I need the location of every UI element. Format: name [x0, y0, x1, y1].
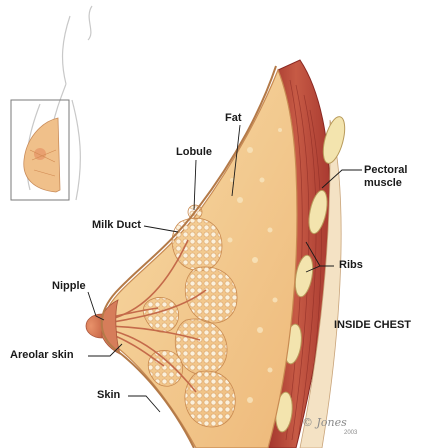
label-nipple: Nipple: [52, 280, 86, 293]
artist-signature: © Jones: [302, 416, 347, 429]
label-inside-chest: INSIDE CHEST: [334, 319, 411, 332]
label-milk-duct: Milk Duct: [92, 219, 141, 232]
label-areolar-skin: Areolar skin: [10, 349, 74, 362]
signature-year: 2003: [344, 430, 357, 436]
thumbnail-breast: [24, 118, 60, 192]
label-pectoral-muscle: Pectoral muscle: [364, 164, 407, 190]
label-skin: Skin: [97, 389, 120, 402]
label-fat: Fat: [225, 112, 242, 125]
label-lobule: Lobule: [176, 146, 212, 159]
label-ribs: Ribs: [339, 259, 363, 272]
